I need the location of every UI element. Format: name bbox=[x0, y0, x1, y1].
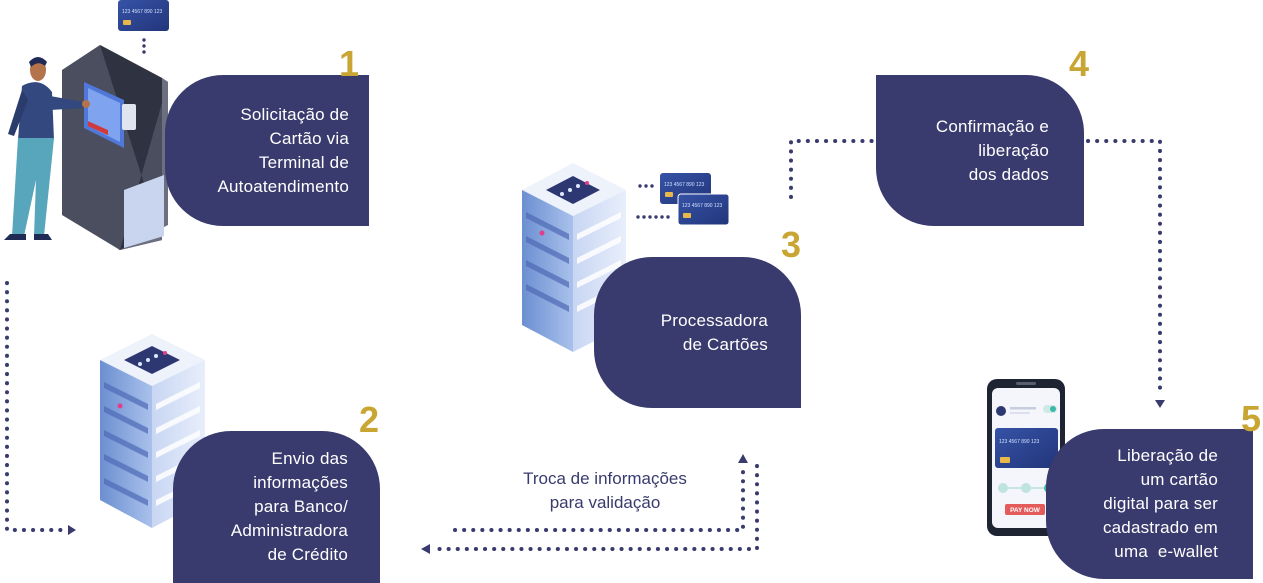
credit-card-kiosk bbox=[118, 0, 169, 31]
step-5-box: Liberação de um cartão digital para ser … bbox=[1046, 429, 1253, 579]
step-4-line: dos dados bbox=[968, 164, 1049, 184]
connector-exchange bbox=[434, 464, 759, 551]
connector-4-to-5 bbox=[1086, 139, 1162, 398]
step-2-line: informações bbox=[253, 473, 348, 492]
server-illustration-step-2 bbox=[100, 334, 205, 528]
step-5-line: cadastrado em bbox=[1102, 518, 1218, 537]
step-3-number: 3 bbox=[781, 224, 802, 265]
arrowhead-to-step-5 bbox=[1155, 400, 1165, 408]
card-dots-kiosk bbox=[142, 38, 146, 54]
card-number-phone: 123 4567 890 123 bbox=[999, 439, 1040, 445]
step-5-number: 5 bbox=[1241, 398, 1262, 439]
step-5-line: uma e-wallet bbox=[1114, 542, 1218, 561]
person-illustration bbox=[4, 57, 90, 240]
exchange-note-line: Troca de informações bbox=[523, 469, 687, 488]
step-1-line: Autoatendimento bbox=[217, 176, 349, 196]
card-number-processor-2: 123 4567 890 123 bbox=[682, 203, 723, 209]
step-1-box: Solicitação de Cartão via Terminal de Au… bbox=[165, 75, 369, 226]
arrowhead-left-to-step-2 bbox=[421, 544, 430, 554]
card-number-kiosk: 123 4567 890 123 bbox=[122, 9, 163, 15]
step-2-line: Envio das bbox=[271, 449, 348, 468]
step-2-line: para Banco/ bbox=[254, 497, 348, 516]
exchange-note: Troca de informações para validação bbox=[505, 467, 705, 515]
step-3-line: de Cartões bbox=[682, 334, 768, 354]
card-number-processor-1: 123 4567 890 123 bbox=[664, 182, 705, 188]
step-1-line: Terminal de bbox=[258, 152, 349, 172]
step-3-line: Processadora bbox=[660, 310, 768, 330]
step-2-line: Administradora bbox=[230, 521, 348, 540]
arrowhead-up-to-step-3 bbox=[738, 454, 748, 463]
step-2-line: de Crédito bbox=[267, 545, 348, 564]
kiosk-illustration bbox=[62, 45, 168, 250]
pay-now-button: PAY NOW bbox=[1010, 507, 1041, 514]
connector-3-to-4 bbox=[789, 139, 875, 199]
step-2-box: Envio das informações para Banco/ Admini… bbox=[173, 431, 380, 583]
credit-card-processor-2 bbox=[677, 193, 730, 226]
step-4-line: liberação bbox=[978, 140, 1049, 160]
step-1-line: Cartão via bbox=[269, 128, 349, 148]
exchange-note-line: para validação bbox=[549, 493, 661, 512]
step-5-line: digital para ser bbox=[1103, 494, 1218, 513]
step-4-number: 4 bbox=[1069, 43, 1090, 84]
step-1-line: Solicitação de bbox=[240, 104, 349, 124]
arrowhead-to-step-2 bbox=[68, 525, 76, 535]
step-4-box: Confirmação e liberação dos dados bbox=[876, 75, 1084, 226]
phone-illustration bbox=[987, 379, 1065, 536]
connector-1-to-2 bbox=[5, 281, 64, 532]
step-5-line: Liberação de bbox=[1117, 446, 1218, 465]
step-1-number: 1 bbox=[339, 43, 360, 84]
step-4-line: Confirmação e bbox=[935, 116, 1049, 136]
step-5-line: um cartão bbox=[1140, 470, 1218, 489]
step-3-box: Processadora de Cartões bbox=[594, 257, 801, 408]
card-dots-processor bbox=[636, 184, 670, 219]
step-2-number: 2 bbox=[359, 399, 380, 440]
